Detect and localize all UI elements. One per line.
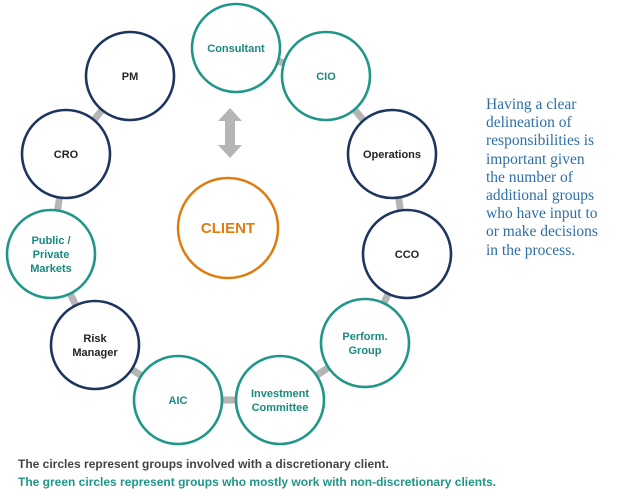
node-label-cco: CCO (395, 249, 420, 261)
node-label-cro: CRO (54, 149, 79, 161)
node-label-investment-committee: Investment (251, 388, 309, 400)
node-label-risk-manager: Manager (72, 347, 118, 359)
node-circle-operations (346, 108, 438, 200)
node-circle-risk-manager (49, 299, 141, 391)
node-label-risk-manager: Risk (83, 333, 107, 345)
node-label-perform-group: Perform. (342, 331, 387, 343)
node-circle-pm (84, 30, 176, 122)
node-label-perform-group: Group (349, 345, 382, 357)
double-arrow-icon (218, 108, 242, 158)
node-circle-public-private-markets (5, 208, 97, 300)
side-note-line: who have input to (486, 205, 598, 223)
node-circle-cro (20, 108, 112, 200)
node-label-pm: PM (122, 71, 139, 83)
node-perform-group: Perform. Group (319, 297, 411, 389)
node-circle-cio (280, 30, 372, 122)
caption: The circles represent groups involved wi… (18, 455, 628, 491)
client-label: CLIENT (201, 220, 255, 237)
node-consultant: Consultant (190, 2, 282, 94)
node-circle-investment-committee (234, 354, 326, 446)
side-note-line: delineation of (486, 114, 572, 132)
node-cro: CRO (20, 108, 112, 200)
node-aic: AIC (132, 354, 224, 446)
client-circle (176, 176, 280, 280)
node-label-public-private-markets: Private (33, 249, 70, 261)
node-label-public-private-markets: Public / (31, 235, 70, 247)
node-circle-consultant (190, 2, 282, 94)
side-note-line: responsibilities is (486, 132, 595, 150)
side-note-line: the number of (486, 168, 573, 186)
node-pm: PM (84, 30, 176, 122)
node-circle-cco (361, 208, 453, 300)
side-note-line: or make decisions (486, 223, 598, 241)
node-label-investment-committee: Committee (252, 402, 309, 414)
node-cio: CIO (280, 30, 372, 122)
caption-line-2: The green circles represent groups who m… (18, 475, 497, 489)
node-label-public-private-markets: Markets (30, 263, 72, 275)
node-circle-aic (132, 354, 224, 446)
node-label-operations: Operations (363, 149, 421, 161)
node-operations: Operations (346, 108, 438, 200)
side-note-line: additional groups (486, 187, 595, 205)
side-note-line: important given (486, 150, 585, 168)
node-circle-perform-group (319, 297, 411, 389)
node-cco: CCO (361, 208, 453, 300)
arrow-shape (218, 108, 242, 158)
node-label-aic: AIC (169, 395, 188, 407)
node-label-consultant: Consultant (207, 43, 265, 55)
client-node: CLIENT (176, 176, 280, 280)
node-label-cio: CIO (316, 71, 336, 83)
side-note-line: in the process. (486, 241, 576, 259)
side-note-line: Having a clear (486, 96, 577, 113)
caption-line-1: The circles represent groups involved wi… (18, 457, 389, 471)
